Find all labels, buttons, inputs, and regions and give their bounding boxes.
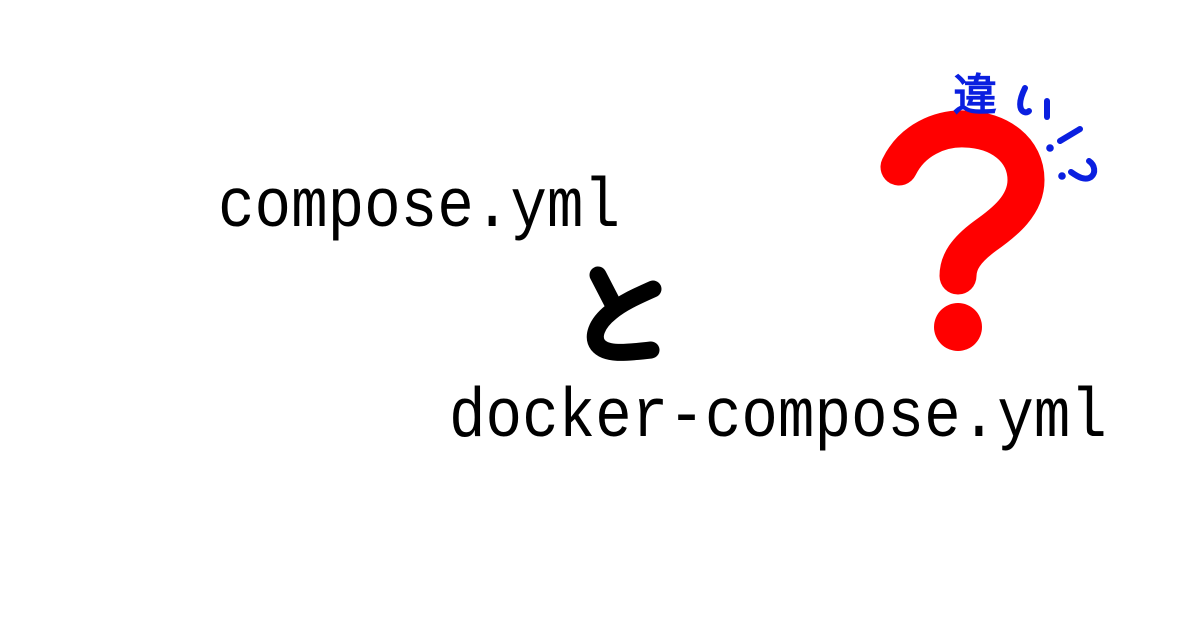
filename-compose-yml: compose.yml	[218, 169, 621, 248]
badge-kanji: 違	[953, 70, 997, 121]
badge-hiragana-i	[1017, 85, 1050, 120]
difference-badge: 違	[953, 70, 1098, 182]
connector-to-glyph	[586, 266, 662, 361]
badge-question	[1058, 158, 1098, 182]
filename-docker-compose-yml: docker-compose.yml	[449, 379, 1107, 458]
badge-exclamation	[1046, 126, 1083, 152]
question-mark-icon	[880, 110, 1045, 351]
